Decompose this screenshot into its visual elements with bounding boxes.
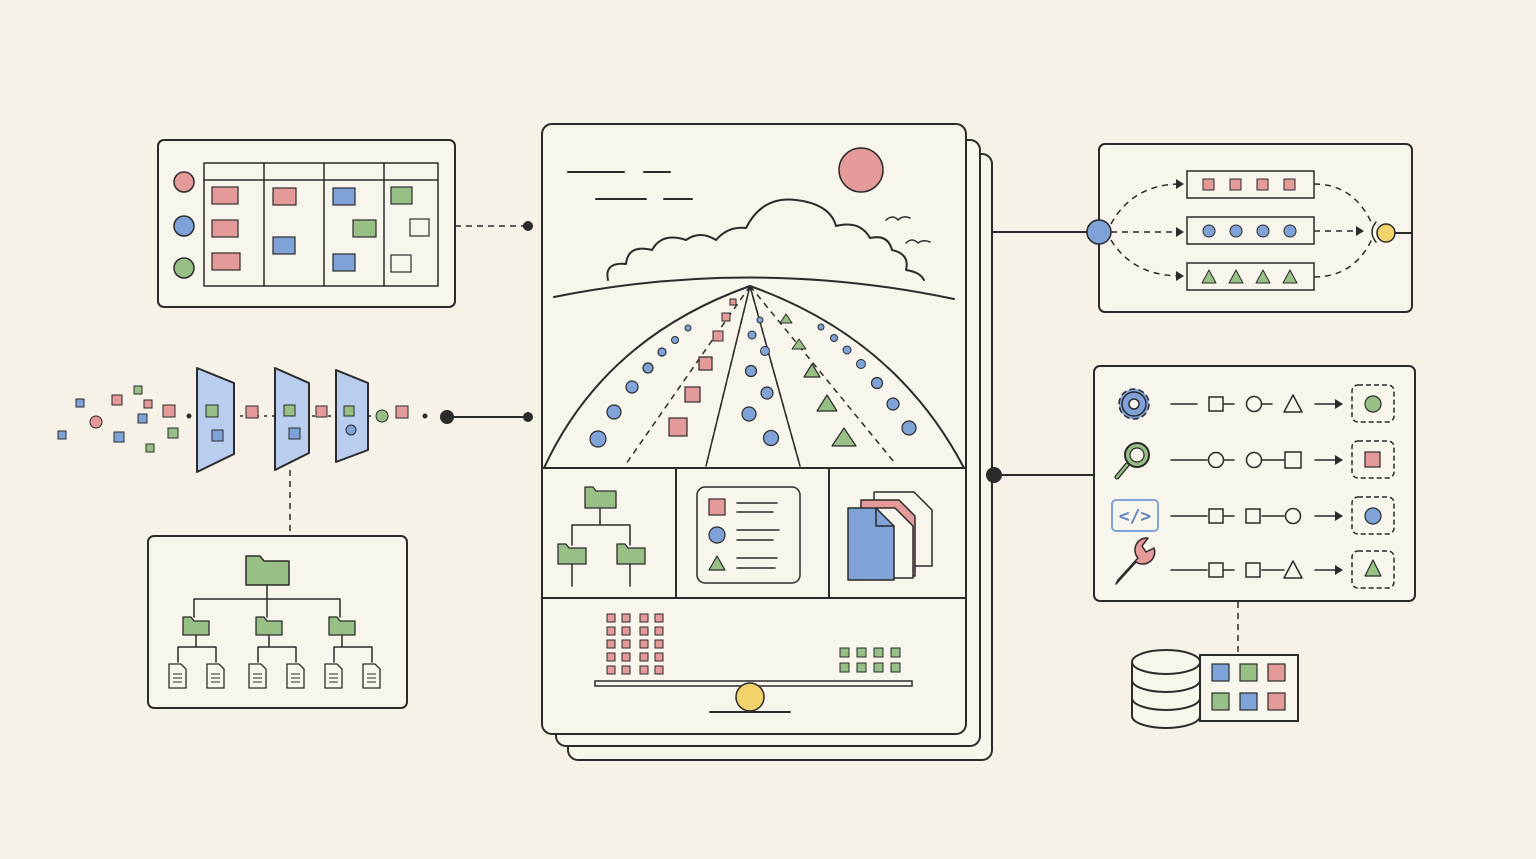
red-category-dot [173,171,195,193]
document-icon [847,491,933,581]
red-block-grid [606,613,664,675]
magnifier-icon [1114,442,1150,480]
tool-pipeline-card: </> [1093,365,1416,602]
hierarchy-icon [557,486,646,587]
folder-icon [245,555,290,586]
database-icon [1131,649,1201,729]
green-block-grid [839,647,901,673]
token-stream [57,385,192,453]
sun [838,147,884,193]
folder-tree-card [147,535,408,709]
labeled-list-icon [696,486,801,584]
code-icon: </> [1111,499,1159,532]
code-symbol: </> [1119,506,1152,527]
parallel-branches-card [1086,143,1413,313]
database-records [1199,654,1299,722]
filter-funnels [196,367,428,473]
document-icon [168,663,381,689]
gear-icon [1118,388,1150,420]
blue-category-dot [173,215,195,237]
wrench-icon [1115,537,1156,585]
categorized-grid-card [157,139,456,308]
central-dataset-card [541,123,993,761]
balance-scale-icon [594,613,913,713]
green-category-dot [173,257,195,279]
category-grid [203,162,439,287]
dome-markers [589,298,917,448]
